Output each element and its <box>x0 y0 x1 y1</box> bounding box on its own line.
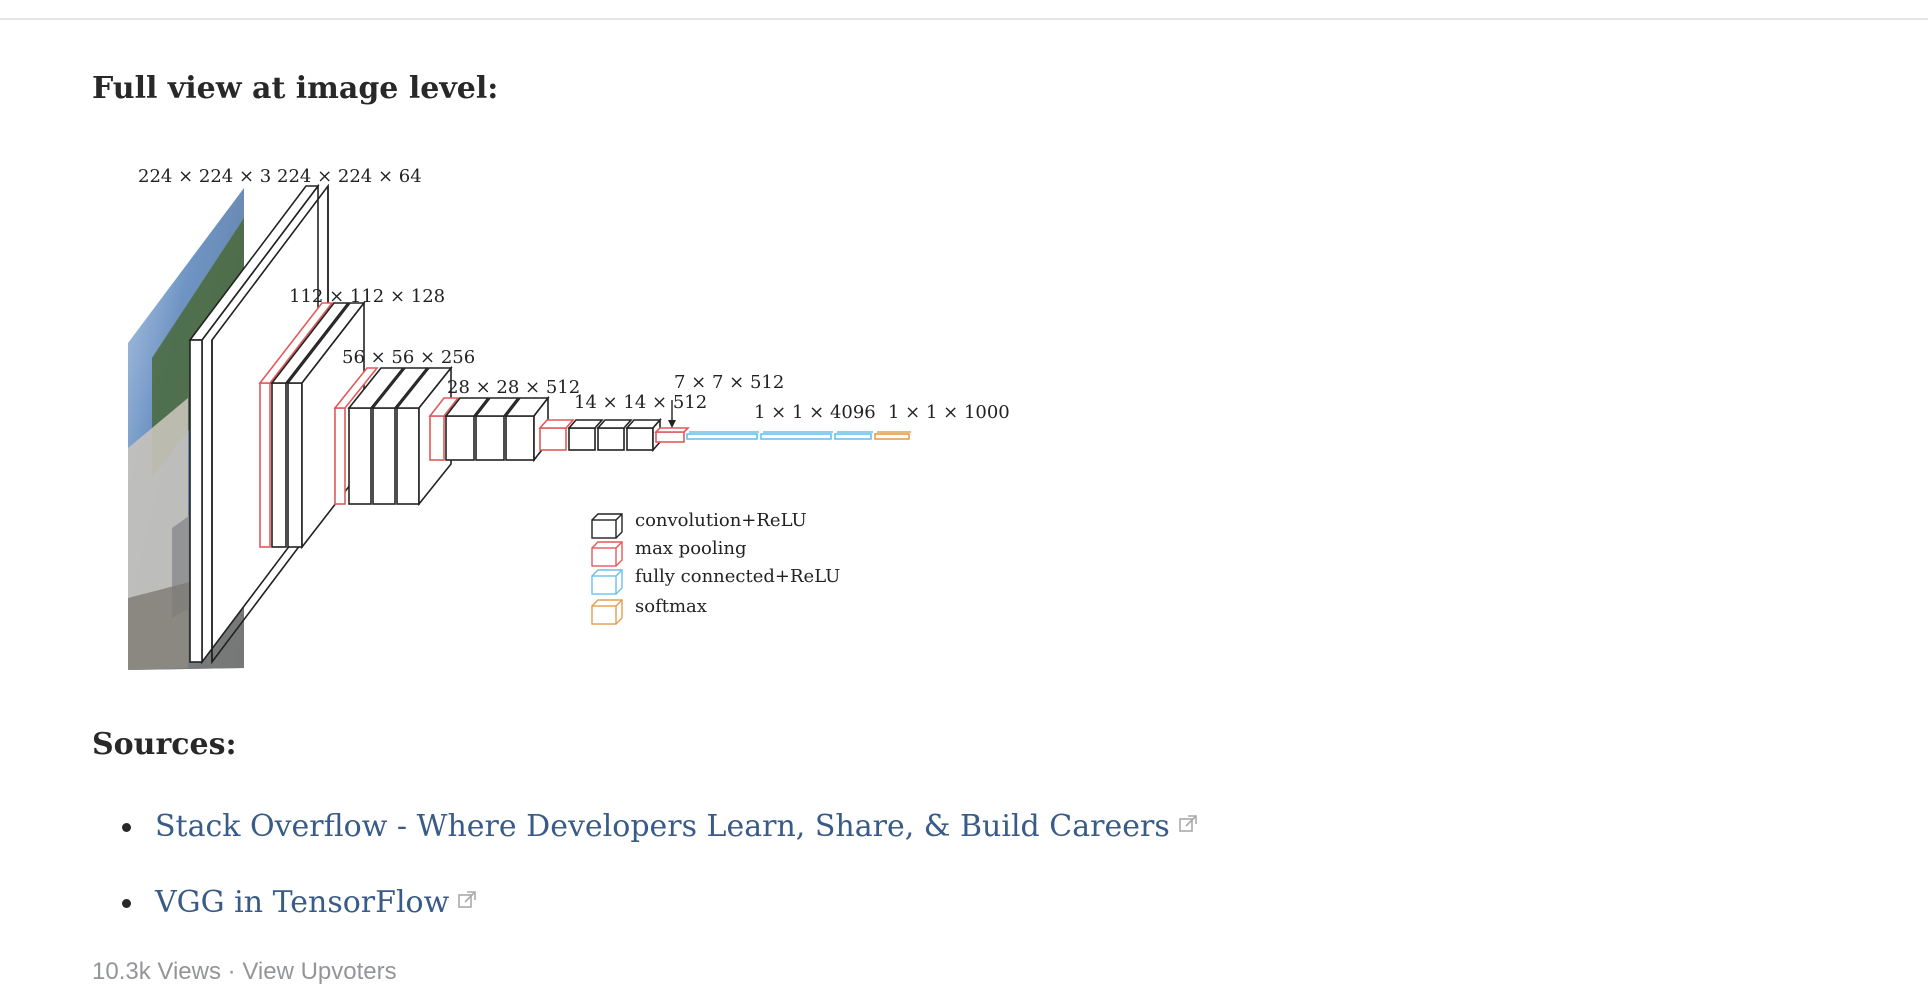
label-conv1-dims: 224 × 224 × 64 <box>277 166 422 187</box>
source-link-label: VGG in TensorFlow <box>155 885 450 920</box>
clipped-text-fragment <box>92 0 352 10</box>
conv5-layers <box>538 417 662 453</box>
external-link-icon <box>1178 815 1197 832</box>
bullet-dot <box>122 823 131 832</box>
source-link-label: Stack Overflow - Where Developers Learn,… <box>155 809 1170 844</box>
label-conv3-dims: 56 × 56 × 256 <box>342 347 475 368</box>
label-fc8-dims: 1 × 1 × 1000 <box>888 402 1010 423</box>
legend-label-pool: max pooling <box>635 538 747 559</box>
answer-meta: 10.3k Views · View Upvoters <box>92 958 397 986</box>
legend-label-softmax: softmax <box>635 596 707 617</box>
view-upvoters-link[interactable]: View Upvoters <box>242 958 397 985</box>
label-fc-dims: 1 × 1 × 4096 <box>754 402 876 423</box>
meta-separator: · <box>227 958 236 985</box>
label-conv4-dims: 28 × 28 × 512 <box>447 377 580 398</box>
label-conv5-dims: 14 × 14 × 512 <box>574 392 707 413</box>
legend-label-fc: fully connected+ReLU <box>635 566 840 587</box>
conv4-layers <box>428 395 550 463</box>
section-heading-sources: Sources: <box>92 727 237 762</box>
label-input-dims: 224 × 224 × 3 <box>138 166 271 187</box>
source-link-vgg-tensorflow[interactable]: VGG in TensorFlow <box>155 884 477 922</box>
section-heading-full-view: Full view at image level: <box>92 71 499 106</box>
pool5-layer <box>654 400 690 443</box>
vgg16-architecture-figure: 224 × 224 × 3 224 × 224 × 64 112 × 112 ×… <box>92 148 1012 676</box>
legend-label-conv: convolution+ReLU <box>635 510 807 531</box>
top-scroll-edge <box>0 0 1928 20</box>
source-link-stack-overflow[interactable]: Stack Overflow - Where Developers Learn,… <box>155 808 1198 846</box>
fc-layers <box>686 431 911 440</box>
external-link-icon <box>458 891 477 908</box>
figure-legend: convolution+ReLU max pooling fully conne… <box>591 510 840 625</box>
label-pool5-dims: 7 × 7 × 512 <box>674 372 784 393</box>
views-count: 10.3k Views <box>92 958 221 985</box>
label-conv2-dims: 112 × 112 × 128 <box>289 286 445 307</box>
bullet-dot <box>122 899 131 908</box>
